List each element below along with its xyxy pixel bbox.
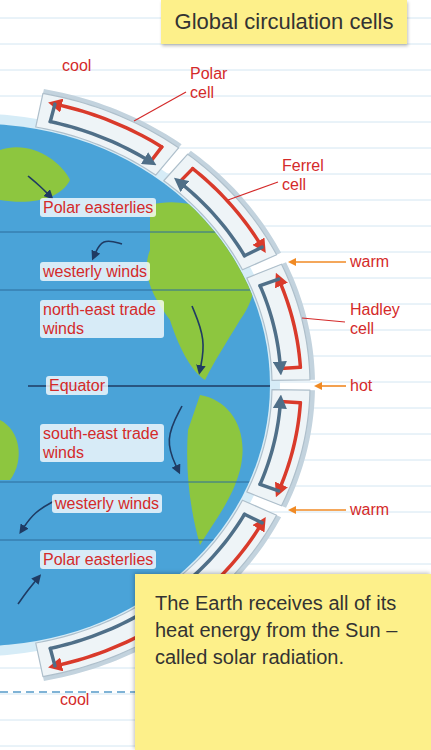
flow-arrow	[193, 169, 262, 248]
wind-label: north-east trade winds	[40, 300, 164, 338]
cell-name: Ferrel cell	[282, 156, 344, 194]
leader-line	[134, 92, 186, 121]
flow-arrow	[260, 402, 280, 485]
wind-arrow	[94, 241, 122, 256]
wind-label: westerly winds	[52, 494, 162, 513]
flow-arrow	[280, 367, 300, 368]
title-note: Global circulation cells	[161, 0, 408, 44]
heat-arrow	[292, 261, 346, 263]
flow-arrow	[50, 122, 150, 162]
leader-lines	[134, 92, 346, 510]
flow-arrow	[279, 403, 301, 491]
wind-label: south-east trade winds	[40, 424, 164, 462]
cell-band	[164, 154, 277, 270]
flow-arrow	[50, 104, 55, 122]
flow-arrow	[260, 484, 279, 491]
temperature-label: cool	[62, 56, 91, 75]
flow-arrow	[260, 279, 279, 286]
wind-label: Polar easterlies	[40, 198, 156, 217]
circulation-cell	[36, 89, 182, 175]
temperature-label: warm	[350, 252, 389, 271]
title: Global circulation cells	[175, 9, 394, 35]
circulation-cell	[164, 151, 281, 270]
wind-label: westerly winds	[40, 262, 150, 281]
wind-arrows	[18, 176, 203, 604]
cell-band	[36, 93, 179, 175]
circulation-cell	[247, 390, 315, 508]
flow-arrow	[280, 402, 300, 403]
flow-arrow	[245, 514, 263, 523]
flow-arrow	[260, 286, 280, 369]
cell-name: Polar cell	[190, 64, 252, 102]
land-mass	[0, 147, 70, 201]
temperature-label: hot	[350, 376, 372, 395]
wind-arrow	[28, 176, 50, 196]
wind-arrow	[22, 500, 56, 530]
wind-arrow	[18, 578, 38, 604]
flow-arrow	[279, 279, 301, 367]
wind-label: Polar easterlies	[40, 550, 156, 569]
leader-line	[302, 318, 345, 322]
note-text: The Earth receives all of its heat energ…	[155, 590, 413, 671]
circulation-cell	[247, 262, 315, 380]
cell-band	[247, 264, 310, 380]
temperature-label: cool	[60, 690, 89, 709]
heat-arrow	[292, 509, 346, 511]
cell-band	[247, 390, 310, 506]
note-box: The Earth receives all of its heat energ…	[135, 574, 431, 750]
flow-arrow	[150, 147, 161, 162]
land-mass	[0, 420, 19, 480]
heat-arrow	[318, 385, 346, 387]
flow-arrow	[179, 169, 192, 182]
flow-arrow	[179, 182, 244, 256]
equator-label: Equator	[46, 376, 108, 395]
temperature-label: warm	[350, 500, 389, 519]
cell-name: Hadley cell	[350, 300, 420, 338]
leader-line	[228, 182, 278, 200]
flow-arrow	[245, 247, 263, 256]
wind-arrow	[169, 406, 182, 470]
flow-arrow	[50, 648, 55, 666]
globe-ocean	[0, 124, 270, 646]
wind-arrow	[192, 306, 203, 370]
